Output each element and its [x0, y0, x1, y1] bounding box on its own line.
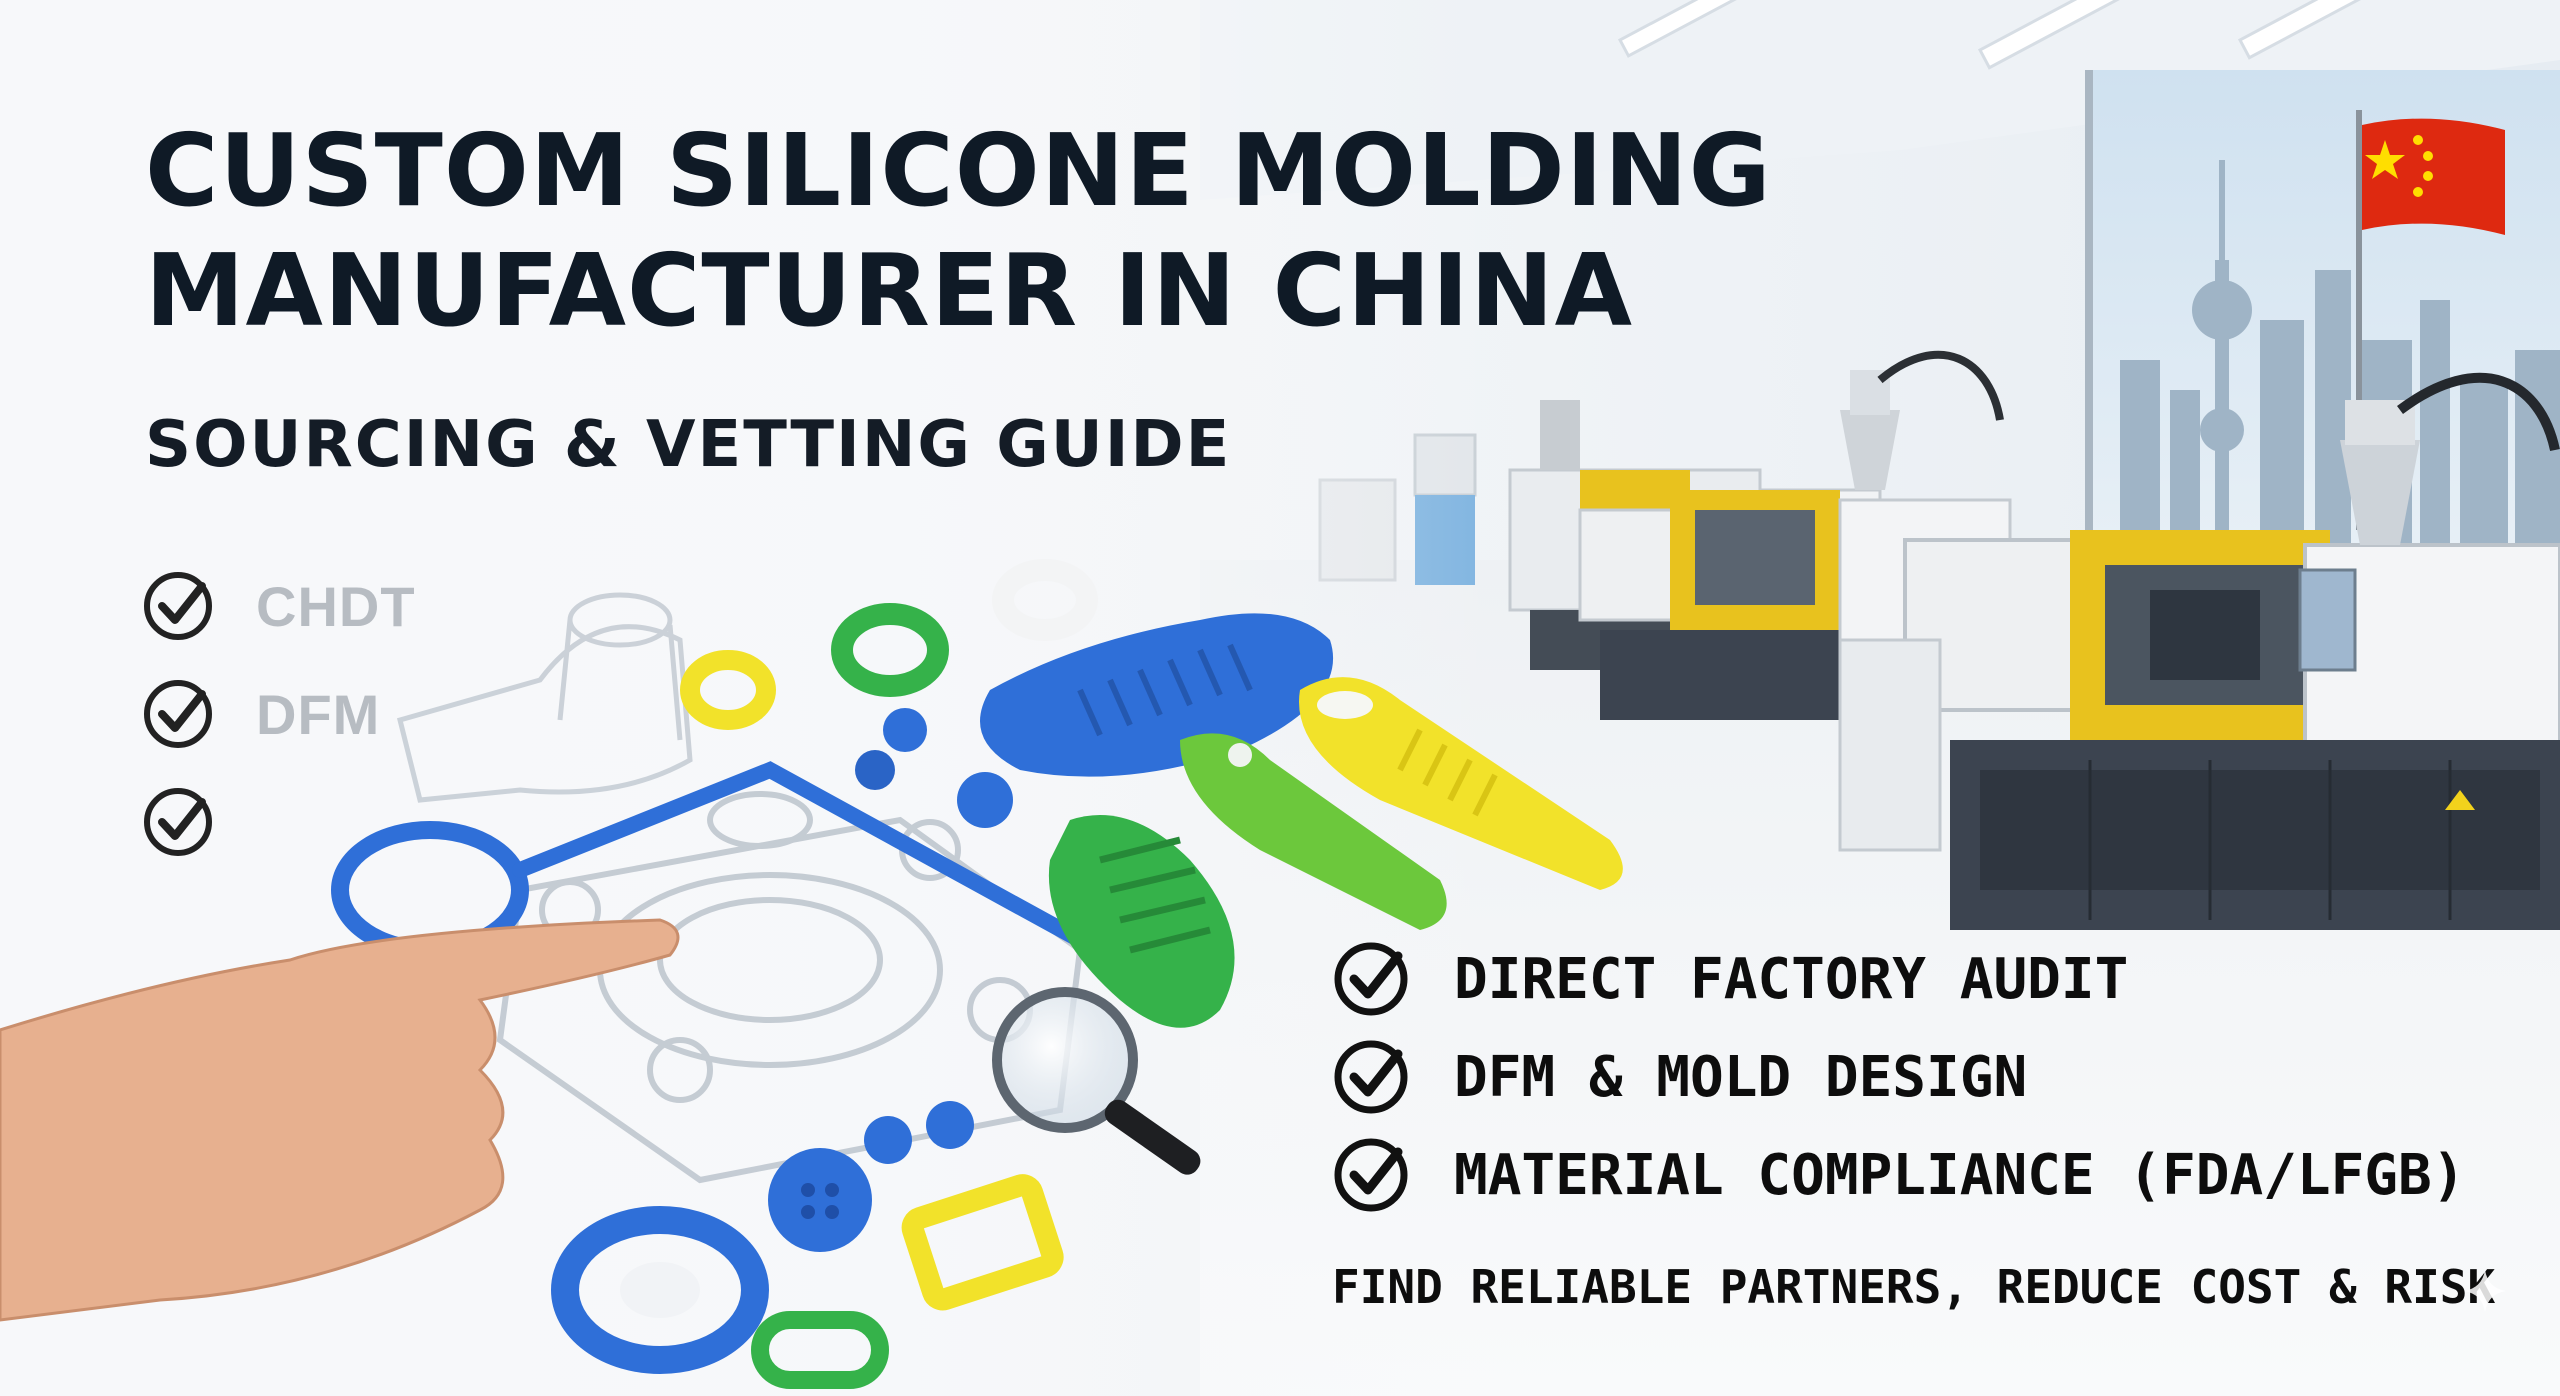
bottom-parts	[551, 1101, 1064, 1389]
feature-label: DFM & MOLD DESIGN	[1454, 1044, 2028, 1110]
feature-label: MATERIAL COMPLIANCE (FDA/LFGB)	[1454, 1142, 2466, 1208]
sparkle-icon	[2464, 1270, 2506, 1312]
yellow-tag	[1299, 677, 1623, 890]
check-circle-icon	[1334, 1040, 1408, 1114]
faded-checklist-label: CHDT	[256, 574, 416, 638]
green-tag	[1180, 733, 1447, 930]
feature-list: DIRECT FACTORY AUDIT DFM & MOLD DESIGN M…	[1330, 930, 2465, 1224]
check-circle-icon	[144, 572, 212, 640]
tagline: FIND RELIABLE PARTNERS, REDUCE COST & RI…	[1332, 1260, 2496, 1314]
small-rings	[680, 559, 1098, 828]
faded-checklist-item: CHDT	[140, 552, 416, 660]
check-circle-icon	[1334, 942, 1408, 1016]
check-circle-icon	[144, 788, 212, 856]
subtitle: SOURCING & VETTING GUIDE	[145, 408, 1232, 482]
faded-checklist: CHDT DFM	[140, 552, 416, 876]
faded-checklist-item	[140, 768, 416, 876]
feature-item: MATERIAL COMPLIANCE (FDA/LFGB)	[1330, 1126, 2465, 1224]
china-flag-icon	[2356, 110, 2505, 530]
molding-machine-near	[1838, 372, 2560, 930]
faded-checklist-item: DFM	[140, 660, 416, 768]
magnifying-glass-icon	[992, 987, 1201, 1175]
faded-checklist-label: DFM	[256, 682, 381, 746]
feature-item: DFM & MOLD DESIGN	[1330, 1028, 2465, 1126]
check-circle-icon	[1334, 1138, 1408, 1212]
check-circle-icon	[144, 680, 212, 748]
feature-label: DIRECT FACTORY AUDIT	[1454, 946, 2129, 1012]
clear-plastic-cap	[396, 592, 693, 803]
ceiling-lights	[1617, 0, 2437, 70]
headline-line-1: CUSTOM SILICONE MOLDING	[145, 112, 1772, 229]
hand	[0, 918, 680, 1322]
green-textured-grip	[1048, 815, 1235, 1028]
feature-item: DIRECT FACTORY AUDIT	[1330, 930, 2465, 1028]
headline-line-2: MANUFACTURER IN CHINA	[145, 232, 1634, 349]
blue-textured-grip	[980, 613, 1334, 777]
